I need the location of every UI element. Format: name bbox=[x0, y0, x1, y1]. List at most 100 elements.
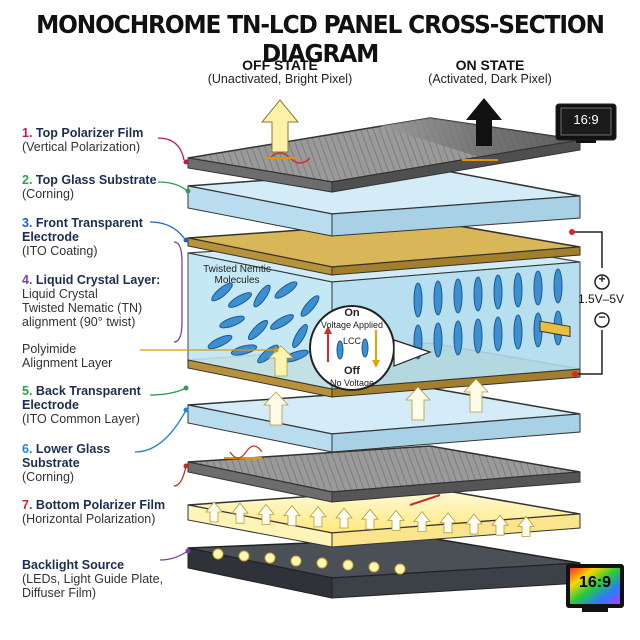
layer-6-name: Lower Glass bbox=[35, 442, 111, 456]
layer-2-number: 2. bbox=[22, 173, 33, 187]
liquid-crystal-molecules bbox=[207, 268, 563, 364]
lower-glass-layer bbox=[187, 387, 581, 453]
voltage-plus: + bbox=[598, 272, 606, 286]
aligned-molecule bbox=[433, 280, 443, 316]
twisted-molecule bbox=[207, 334, 233, 350]
backlight-arrow bbox=[231, 502, 249, 524]
layer-1-number: 1. bbox=[22, 126, 33, 140]
off-state-light-arrow bbox=[260, 99, 311, 164]
backlight-arrow bbox=[413, 510, 431, 532]
layer-5-name-line2: Electrode bbox=[22, 398, 79, 412]
layer-5-number: 5. bbox=[22, 384, 33, 398]
layer-3-name: Front Transparent bbox=[35, 216, 143, 230]
layer-5-sub: (ITO Common Layer) bbox=[22, 412, 140, 426]
layer-1-name: Top Polarizer Film bbox=[35, 126, 144, 140]
layer-6-sub: (Corning) bbox=[22, 470, 75, 484]
backlight-arrow bbox=[387, 509, 405, 531]
backlight-arrow bbox=[309, 506, 327, 528]
label-leader-lines bbox=[134, 137, 279, 561]
label-bottom-polarizer: 7. Bottom Polarizer Film (Horizontal Pol… bbox=[22, 498, 165, 526]
twisted-molecule bbox=[247, 319, 269, 341]
twisted-molecule bbox=[211, 282, 233, 302]
inset-lcc: LCC bbox=[342, 336, 361, 346]
backlight-upward-arrows bbox=[263, 345, 489, 426]
backlight-layer bbox=[187, 487, 581, 599]
layer-7-number: 7. bbox=[22, 498, 33, 512]
label-front-electrode: 3. Front Transparent Electrode (ITO Coat… bbox=[22, 216, 143, 258]
aligned-molecule bbox=[513, 314, 523, 350]
twisted-molecule bbox=[219, 315, 245, 329]
inset-on-label: On bbox=[344, 307, 360, 319]
label-lower-glass: 6. Lower Glass Substrate (Corning) bbox=[22, 442, 110, 484]
layer-4-number: 4. bbox=[22, 273, 33, 287]
layer-5-name: Back Transparent bbox=[35, 384, 141, 398]
layer-3-number: 3. bbox=[22, 216, 33, 230]
inset-no-voltage: No Voltage bbox=[329, 378, 375, 388]
layer-4-sub2: Twisted Nematic (TN) bbox=[22, 301, 143, 315]
tv-icon-top bbox=[555, 103, 617, 143]
aligned-molecule bbox=[413, 282, 423, 318]
tv-bottom-ratio: 16:9 bbox=[578, 574, 612, 591]
aligned-molecule bbox=[453, 278, 463, 314]
twisted-molecule bbox=[292, 324, 308, 348]
layer-7-sub: (Horizontal Polarization) bbox=[22, 512, 156, 526]
backlight-glow-arrows bbox=[205, 501, 535, 537]
bottom-polarizer-layer bbox=[187, 445, 581, 503]
polarization-arrows bbox=[224, 445, 441, 506]
molecules-label-line1: Twisted Nemtic bbox=[203, 264, 271, 275]
aligned-molecule bbox=[473, 276, 483, 312]
polyimide-line1: Polyimide bbox=[22, 342, 77, 356]
on-state-sub: (Activated, Dark Pixel) bbox=[428, 72, 552, 86]
aligned-molecule bbox=[493, 316, 503, 352]
label-top-polarizer: 1. Top Polarizer Film (Vertical Polariza… bbox=[22, 126, 143, 154]
inset-off-label: Off bbox=[344, 365, 360, 377]
backlight-arrow bbox=[491, 514, 509, 536]
diagram-title: MONOCHROME TN-LCD PANEL CROSS-SECTION DI… bbox=[36, 10, 605, 68]
layer-2-name: Top Glass Substrate bbox=[35, 173, 157, 187]
aligned-molecule bbox=[553, 268, 563, 304]
backlight-line1: (LEDs, Light Guide Plate, bbox=[22, 572, 164, 586]
aligned-molecule bbox=[493, 274, 503, 310]
off-state-caption: OFF STATE (Unactivated, Bright Pixel) bbox=[190, 58, 370, 86]
voltage-circuit bbox=[569, 229, 610, 377]
backlight-arrow bbox=[335, 507, 353, 529]
layer-2-sub: (Corning) bbox=[22, 187, 75, 201]
backlight-arrow bbox=[283, 504, 301, 526]
label-polyimide: Polyimide Alignment Layer bbox=[22, 342, 112, 370]
aligned-molecule bbox=[453, 320, 463, 356]
label-back-electrode: 5. Back Transparent Electrode (ITO Commo… bbox=[22, 384, 141, 426]
label-top-glass: 2. Top Glass Substrate (Corning) bbox=[22, 173, 157, 201]
aligned-molecule bbox=[473, 318, 483, 354]
backlight-arrow bbox=[439, 512, 457, 534]
on-state-heading: ON STATE bbox=[455, 57, 525, 73]
layer-3-name-line2: Electrode bbox=[22, 230, 79, 244]
label-backlight: Backlight Source (LEDs, Light Guide Plat… bbox=[22, 558, 163, 600]
twisted-molecule bbox=[253, 284, 271, 308]
layer-1-sub: (Vertical Polarization) bbox=[22, 140, 141, 154]
tv-icon-bottom bbox=[566, 564, 624, 612]
aligned-molecule bbox=[433, 322, 443, 358]
layer-6-number: 6. bbox=[22, 442, 33, 456]
twisted-molecule bbox=[228, 292, 252, 308]
twisted-molecule bbox=[274, 281, 298, 299]
on-state-caption: ON STATE (Activated, Dark Pixel) bbox=[410, 58, 570, 86]
backlight-name: Backlight Source bbox=[22, 558, 125, 572]
layer-7-name: Bottom Polarizer Film bbox=[35, 498, 166, 512]
aligned-molecule bbox=[513, 272, 523, 308]
molecules-label: Twisted Nemtic Molecules bbox=[192, 264, 282, 286]
top-polarizer-layer bbox=[187, 117, 581, 193]
layer-4-sub3: alignment (90° twist) bbox=[22, 315, 136, 329]
layer-6-name-line2: Substrate bbox=[22, 456, 80, 470]
backlight-arrow bbox=[517, 515, 535, 537]
backlight-arrow bbox=[361, 508, 379, 530]
voltage-range: 1.5V–5V bbox=[578, 292, 625, 306]
twisted-molecule bbox=[270, 314, 294, 330]
molecule-inset bbox=[309, 305, 432, 391]
polyimide-line2: Alignment Layer bbox=[22, 356, 113, 370]
layer-4-name: Liquid Crystal Layer: bbox=[35, 273, 161, 287]
inset-voltage-applied: Voltage Applied bbox=[320, 320, 384, 330]
on-state-blocked-arrow bbox=[462, 98, 502, 161]
molecules-label-line2: Molecules bbox=[214, 275, 260, 286]
backlight-arrow bbox=[205, 501, 223, 523]
layer-4-sub: Liquid Crystal bbox=[22, 287, 98, 301]
